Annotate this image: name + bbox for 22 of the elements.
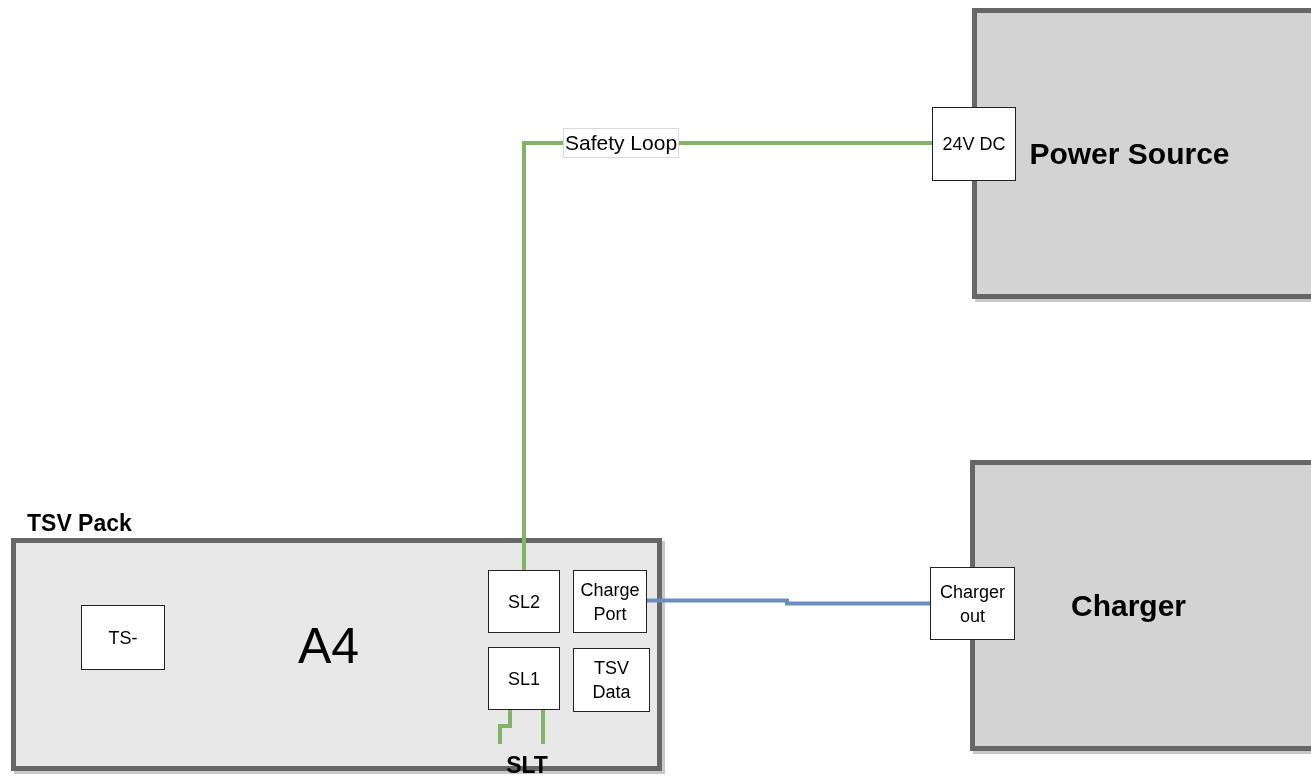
connector-box bbox=[573, 570, 647, 633]
connector-name: TSV Data bbox=[591, 657, 632, 704]
pack-name: A4 bbox=[298, 621, 360, 671]
cable-line bbox=[647, 598, 930, 606]
connector-name: Charge Port bbox=[579, 578, 641, 626]
cable-line bbox=[541, 710, 545, 744]
connector-name: 24V DC bbox=[942, 133, 1006, 156]
connector-name: Charger out bbox=[939, 580, 1006, 628]
connector-box bbox=[930, 567, 1015, 640]
edge-label: Safety Loop bbox=[563, 128, 680, 158]
cable-line bbox=[498, 710, 512, 744]
connector-box bbox=[81, 605, 165, 670]
pack-heading: TSV Pack bbox=[27, 509, 132, 538]
connector-box bbox=[932, 107, 1016, 181]
connector-box bbox=[488, 570, 560, 633]
connector-box bbox=[488, 647, 560, 710]
connector-name: SL2 bbox=[508, 590, 540, 614]
connector-name: SL1 bbox=[508, 667, 540, 691]
device-name: Power Source bbox=[1029, 138, 1230, 169]
device-name: Charger bbox=[1070, 590, 1186, 621]
connector-name: TS- bbox=[108, 626, 138, 650]
connector-box bbox=[573, 648, 650, 712]
